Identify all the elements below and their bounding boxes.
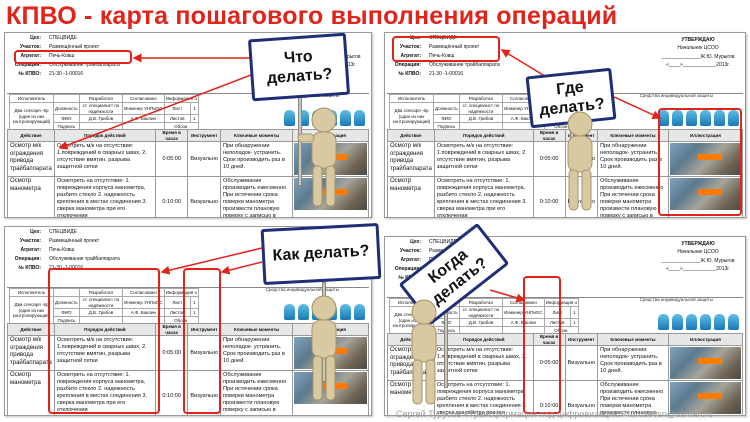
- approval-block: УТВЕРЖДАЮ Начальник ЦСОО ______________Ж…: [661, 241, 735, 272]
- shop-field: Цех:СПЕЦВИДЕ: [30, 229, 77, 235]
- highlight-illustration: [658, 108, 742, 216]
- col-time: Время в часах: [532, 128, 566, 143]
- table-row: Осмотр манометра Осмотреть на отсутствие…: [387, 176, 744, 217]
- card-header: Цех:СПЕЦВИДЕ Участок:Размещённый проект …: [387, 35, 743, 93]
- col-procedure: Порядок действий: [53, 128, 156, 143]
- ppe-label: Средства индивидуальной защиты: [639, 297, 713, 302]
- sign-how: Как делать?: [260, 222, 382, 286]
- kpvo-card-where: Цех:СПЕЦВИДЕ Участок:Размещённый проект …: [384, 32, 746, 218]
- operation-field: Операция:Обслуживание трайбаппарата: [394, 62, 500, 68]
- figure-holding-sign-when: [411, 299, 437, 405]
- ppe-icons: [629, 98, 739, 126]
- unit-field: Агрегат:Печь-Ковш: [20, 247, 75, 253]
- table-row: Осмотр манометра Осмотреть на отсутствие…: [7, 176, 369, 217]
- boots-icon: [340, 304, 351, 320]
- table-row: Осмотр манометра Осмотреть на отсутствие…: [7, 370, 369, 415]
- equipment-photo: [669, 143, 741, 176]
- unit-field: Агрегат:Печь-Ковш: [20, 53, 75, 59]
- col-illustration: Иллюстрация: [667, 128, 744, 143]
- col-time: Время в часах: [154, 128, 189, 143]
- col-procedure: Порядок действий: [433, 128, 534, 143]
- gloves-icon: [700, 110, 711, 126]
- boots-icon: [714, 110, 725, 126]
- author-watermark: Сергей Турусов «Трансформация под цифров…: [396, 409, 713, 419]
- col-procedure: Порядок действий: [433, 332, 534, 347]
- kpvo-number-field: № КПВО:21-30 -1-00016: [398, 71, 464, 77]
- ppe-label: Средства индивидуальной защиты: [639, 93, 713, 98]
- col-key: Ключевые моменты: [597, 332, 669, 347]
- respirator-icon: [728, 314, 739, 330]
- col-step: Действие: [7, 322, 55, 337]
- col-key: Ключевые моменты: [597, 128, 669, 143]
- boots-icon: [714, 314, 725, 330]
- col-tool: Инструмент: [564, 332, 599, 347]
- col-step: Действие: [387, 128, 435, 143]
- site-field: Участок:Размещённый проект: [399, 44, 480, 50]
- figure-holding-sign-how: [311, 295, 337, 401]
- approval-block: УТВЕРЖДАЮ Начальник ЦСОО ______________Ж…: [661, 37, 735, 68]
- highlight-tool: [183, 268, 221, 414]
- operations-table: Действие Порядок действий Время в часах …: [7, 322, 369, 415]
- glasses-icon: [672, 110, 683, 126]
- equipment-photo: [669, 347, 741, 380]
- ppe-label: Средства индивидуальной защиты: [265, 287, 339, 292]
- table-row: Осмотр манометра Осмотреть на отсутствие…: [387, 380, 744, 415]
- signature-block: Исполнитель Разработал Согласовано Инфор…: [7, 287, 369, 326]
- site-field: Участок:Размещённый проект: [19, 44, 100, 50]
- highlight-time: [523, 276, 561, 414]
- glasses-icon: [672, 314, 683, 330]
- respirator-icon: [354, 110, 365, 126]
- shop-field: Цех:СПЕЦВИДЕ: [410, 239, 457, 245]
- operation-field: Операция:Обслуживание трайбаппарата: [14, 256, 120, 262]
- ppe-icons: [629, 302, 739, 330]
- highlight-procedure: [48, 268, 160, 414]
- overalls-icon: [686, 314, 697, 330]
- helmet-icon: [284, 304, 295, 320]
- sign-what: Что делать?: [247, 32, 351, 102]
- shop-field: Цех:СПЕЦВИДЕ: [30, 35, 77, 41]
- helmet-icon: [284, 110, 295, 126]
- helmet-icon: [658, 110, 669, 126]
- col-tool: Инструмент: [187, 128, 222, 143]
- gloves-icon: [700, 314, 711, 330]
- col-time: Время в часах: [154, 322, 189, 337]
- col-time: Время в часах: [532, 332, 566, 347]
- signature-table: Исполнитель Разработал Согласовано Инфор…: [9, 94, 200, 132]
- shop-field: Цех:СПЕЦВИДЕ: [410, 35, 457, 41]
- glasses-icon: [298, 110, 309, 126]
- figure-holding-sign-where: [567, 111, 593, 211]
- slide-title: КПВО - карта пошагового выполнения опера…: [6, 2, 618, 30]
- col-key: Ключевые моменты: [220, 128, 294, 143]
- equipment-photo: [669, 178, 741, 211]
- glasses-icon: [298, 304, 309, 320]
- figure-holding-sign-what: [297, 107, 337, 207]
- helmet-icon: [658, 314, 669, 330]
- site-field: Участок:Размещённый проект: [19, 238, 100, 244]
- signature-table: Исполнитель Разработал Согласовано Инфор…: [9, 288, 200, 326]
- boots-icon: [340, 110, 351, 126]
- col-key: Ключевые моменты: [220, 322, 294, 337]
- equipment-photo: [669, 382, 741, 415]
- respirator-icon: [354, 304, 365, 320]
- col-step: Действие: [7, 128, 55, 143]
- overalls-icon: [686, 110, 697, 126]
- table-row: Осмотр м/к ограждения привода трайбаппар…: [387, 141, 744, 178]
- highlight-location: [392, 36, 500, 62]
- col-procedure: Порядок действий: [53, 322, 156, 337]
- operations-table: Действие Порядок действий Время в часах …: [387, 128, 744, 217]
- highlight-operation: [14, 50, 132, 64]
- respirator-icon: [728, 110, 739, 126]
- kpvo-number-field: № КПВО:21-30 -1-00016: [18, 71, 84, 77]
- col-illustration: Иллюстрация: [667, 332, 744, 347]
- unit-field: Агрегат:Печь-Ковш: [400, 53, 455, 59]
- col-tool: Инструмент: [187, 322, 222, 337]
